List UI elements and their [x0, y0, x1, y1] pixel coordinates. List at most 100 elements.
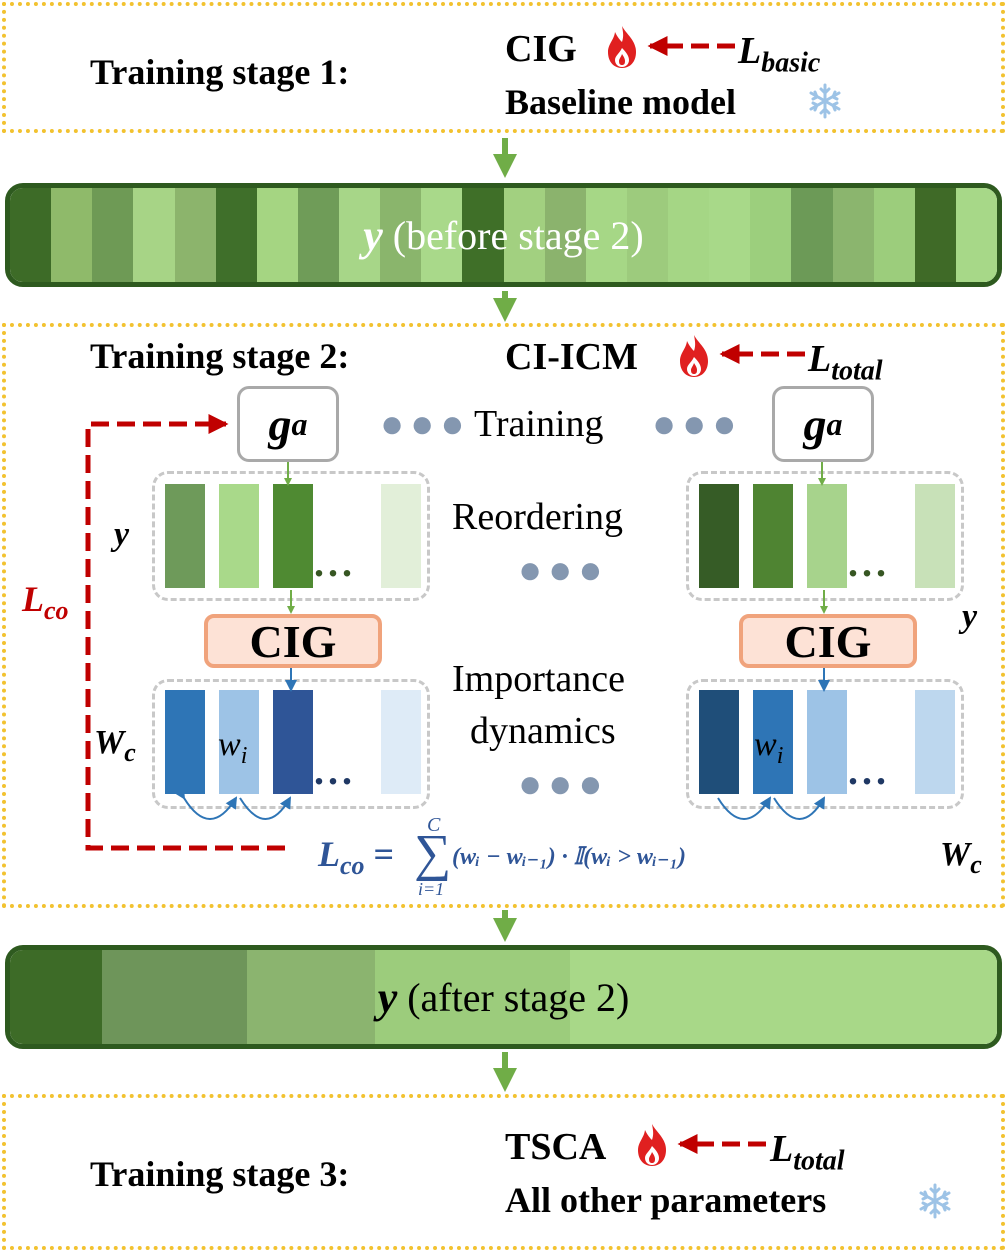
bar2-segment	[247, 950, 375, 1044]
lco-main: L	[22, 579, 44, 619]
importance-arcs-left	[173, 786, 291, 820]
training-dots-right: ●●●	[652, 401, 743, 446]
stage1-baseline: Baseline model	[505, 82, 736, 122]
bar1-stripe	[750, 188, 792, 282]
bar2-stripes	[10, 950, 997, 1044]
formula-eq: =	[364, 834, 404, 874]
bar1-stripe	[339, 188, 381, 282]
left-wc-label: Wc	[94, 726, 136, 766]
formula-lhs-main: L	[318, 834, 340, 874]
right-w-ellipsis: ...	[848, 748, 890, 793]
cig-box-left: CIG	[204, 614, 382, 668]
right-wi-label: wi	[754, 728, 783, 768]
right-wc-sub: c	[970, 849, 982, 879]
right-wi-sub: i	[776, 742, 784, 769]
bar1-stripe	[92, 188, 134, 282]
y-channel-column	[699, 484, 739, 588]
stage3-loss-sub: total	[793, 1145, 845, 1177]
y-before-stage2-bar: y (before stage 2)	[5, 183, 1002, 287]
bar1-y: y	[363, 210, 383, 260]
w-channel-column	[807, 690, 847, 794]
training-dots-left: ●●●	[380, 401, 471, 446]
y-channel-column	[807, 484, 847, 588]
y-channel-column	[915, 484, 955, 588]
reordering-label: Reordering	[452, 496, 623, 538]
right-y-ellipsis: ...	[848, 540, 890, 585]
stage1-label: Training stage 1:	[90, 52, 350, 92]
w-channel-column	[753, 690, 793, 794]
w-channel-column	[915, 690, 955, 794]
bar1-stripe	[10, 188, 52, 282]
bar2-segment	[374, 950, 571, 1044]
importance-arcs-right	[717, 796, 825, 820]
right-wc-main: W	[940, 836, 971, 873]
formula-lhs: Lco =	[318, 836, 403, 879]
bar1-stripe	[380, 188, 422, 282]
bar1-stripes	[10, 188, 997, 282]
bar1-stripe	[215, 188, 257, 282]
bar1-stripe	[955, 188, 997, 282]
right-wc-label: Wc	[940, 838, 982, 878]
fire-icon	[680, 335, 708, 377]
stage1-loss: Lbasic	[738, 32, 820, 78]
dynamics-dots: ●●●	[518, 761, 609, 806]
formula-sum-top: C	[427, 814, 441, 836]
left-wi-main: w	[218, 726, 241, 763]
bar1-stripe	[873, 188, 915, 282]
bar2-y: y	[377, 972, 398, 1022]
left-wc-sub: c	[124, 737, 136, 767]
fire-icon	[608, 26, 636, 68]
formula-rhs: (wᵢ − wᵢ₋₁) · 𝕀(wᵢ > wᵢ₋₁)	[452, 844, 686, 870]
importance-label: Importance	[452, 658, 626, 700]
bar1-stripe	[585, 188, 627, 282]
snowflake-icon	[919, 1183, 951, 1219]
bar1-stripe	[544, 188, 586, 282]
stage2-loss-main: L	[808, 338, 832, 380]
bar1-stripe	[914, 188, 956, 282]
lco-sub: co	[44, 596, 69, 626]
formula-lhs-sub: co	[340, 851, 365, 881]
stage2-label: Training stage 2:	[90, 336, 350, 376]
ga-left-main: g	[268, 398, 292, 450]
y-channel-column	[753, 484, 793, 588]
stage3-loss-main: L	[770, 1128, 794, 1170]
stage2-ciicm: CI-ICM	[505, 336, 638, 378]
stage3-loss: Ltotal	[770, 1130, 845, 1176]
bar1-stripe	[256, 188, 298, 282]
lco-feedback-arrow	[85, 414, 285, 851]
w-channel-column	[381, 690, 421, 794]
bar1-stripe	[174, 188, 216, 282]
stage1-loss-sub: basic	[761, 47, 821, 79]
bar2-segment	[101, 950, 248, 1044]
bar1-stripe	[133, 188, 175, 282]
y-channel-column	[219, 484, 259, 588]
stage3-box	[2, 1094, 1005, 1250]
w-channel-column	[165, 690, 205, 794]
ga-left-sub: a	[291, 405, 308, 442]
y-after-stage2-bar: y (after stage 2)	[5, 945, 1002, 1049]
y-channel-column	[381, 484, 421, 588]
bar2-segment	[570, 950, 997, 1044]
stage2-loss: Ltotal	[808, 340, 883, 386]
bar1-stripe	[462, 188, 504, 282]
formula-sum-bottom: i=1	[418, 879, 445, 899]
bar1-stripe	[709, 188, 751, 282]
bar2-text: (after stage 2)	[397, 974, 630, 1020]
w-channel-column	[219, 690, 259, 794]
reordering-dots: ●●●	[518, 547, 609, 592]
bar1-stripe	[832, 188, 874, 282]
stage2-box	[2, 323, 1005, 908]
w-channel-column	[273, 690, 313, 794]
stage3-tsca: TSCA	[505, 1126, 607, 1168]
ga-right-main: g	[803, 398, 827, 450]
dynamics-label: dynamics	[470, 710, 616, 752]
lco-label: Lco	[22, 581, 69, 624]
ga-right-sub: a	[826, 405, 843, 442]
left-y-ellipsis: ...	[314, 540, 356, 585]
y-channel-column	[165, 484, 205, 588]
bar1-stripe	[503, 188, 545, 282]
w-channel-column	[699, 690, 739, 794]
